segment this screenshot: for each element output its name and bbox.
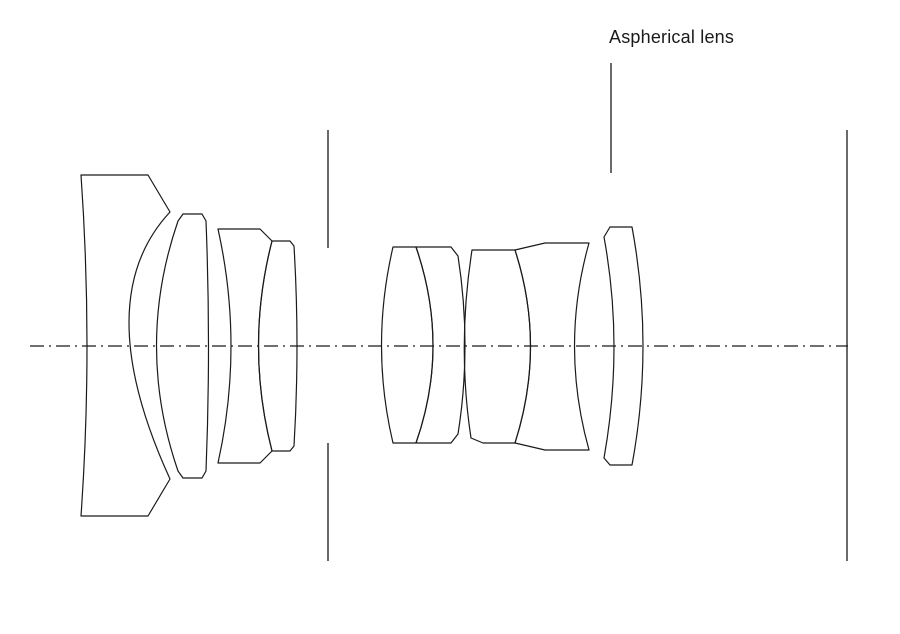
lens-element-1 bbox=[80, 174, 171, 517]
lens-element-4 bbox=[257, 240, 298, 452]
lens-element-2 bbox=[155, 213, 210, 479]
aspherical-lens-label: Aspherical lens bbox=[609, 27, 735, 47]
aspherical-lens-element bbox=[603, 226, 644, 466]
lens-element-6 bbox=[415, 246, 466, 444]
lens-element-8 bbox=[514, 242, 590, 451]
